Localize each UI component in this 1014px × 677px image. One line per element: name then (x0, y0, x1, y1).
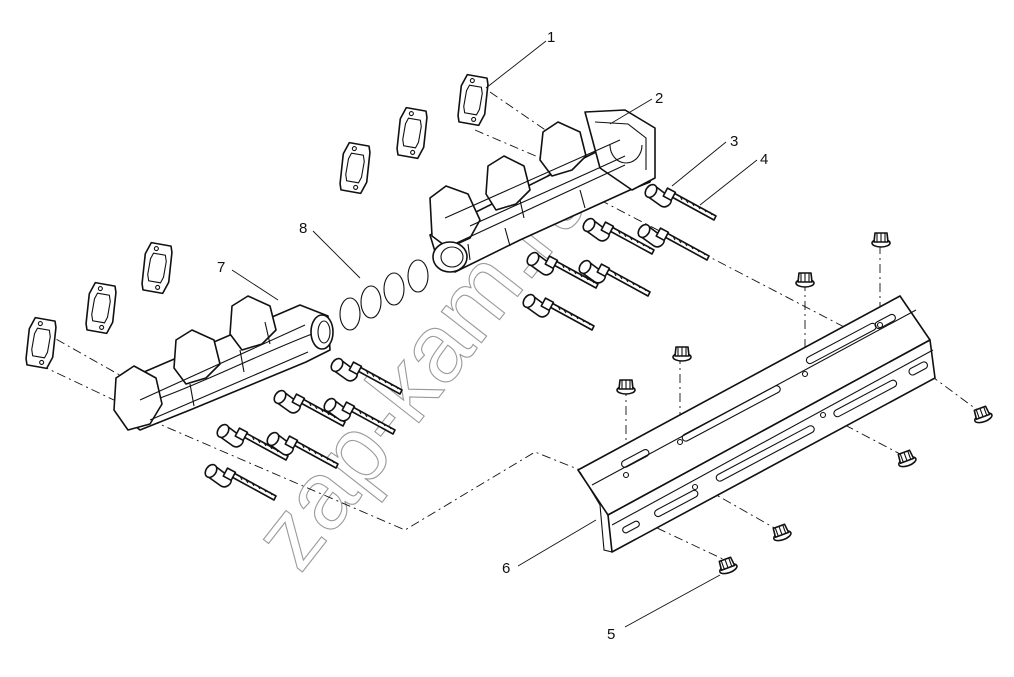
flange-bolt (871, 232, 891, 248)
bolt (662, 187, 717, 221)
gasket-rear-1 (336, 141, 374, 195)
assembly-line (474, 129, 546, 161)
assembly-line (929, 374, 981, 413)
leader-3 (671, 141, 727, 187)
gasket-front-3 (138, 241, 176, 295)
leader-7 (231, 269, 279, 301)
flange-bolt (894, 448, 918, 470)
leader-1 (485, 40, 547, 89)
flange-bolt (970, 404, 994, 426)
assembly-line (599, 199, 851, 331)
flange-bolt (795, 272, 815, 288)
assembly-line (639, 519, 726, 561)
callout-labels: 1 2 3 4 5 6 7 8 (217, 29, 768, 643)
gasket-front-2 (82, 281, 120, 335)
bolt (540, 297, 595, 331)
callout-7: 7 (217, 259, 225, 276)
callout-2: 2 (655, 90, 663, 107)
callout-8: 8 (299, 220, 307, 237)
assembly-line (689, 479, 779, 531)
gasket-front-1 (22, 316, 60, 370)
bolt (655, 227, 710, 261)
heat-shield (577, 295, 936, 553)
leader-6 (517, 519, 597, 567)
flange-bolt (672, 346, 692, 362)
seal-ring (407, 259, 429, 293)
assembly-line (39, 364, 136, 411)
callout-1: 1 (547, 29, 555, 46)
seal-ring (339, 297, 361, 331)
callout-5: 5 (607, 626, 615, 643)
leader-5 (624, 574, 721, 628)
flange-bolt (769, 522, 793, 544)
leader-lines (231, 40, 758, 628)
flange-bolt (715, 555, 739, 577)
callout-3: 3 (730, 133, 738, 150)
callout-6: 6 (502, 560, 510, 577)
seal-ring (360, 285, 382, 319)
flange-bolt (616, 379, 636, 395)
gasket-rear-2 (393, 106, 431, 160)
gasket-rear-3 (454, 73, 492, 127)
leader-4 (699, 159, 758, 206)
leader-2 (609, 98, 653, 125)
assembly-line (149, 419, 581, 531)
seal-ring (383, 272, 405, 306)
bolt (596, 263, 651, 297)
assembly-line (39, 329, 156, 396)
callout-4: 4 (760, 151, 768, 168)
assembly-line (844, 424, 903, 456)
manifold-front (113, 295, 334, 431)
seal-rings (339, 259, 429, 331)
leader-8 (312, 230, 361, 279)
manifold-rear (429, 109, 656, 273)
